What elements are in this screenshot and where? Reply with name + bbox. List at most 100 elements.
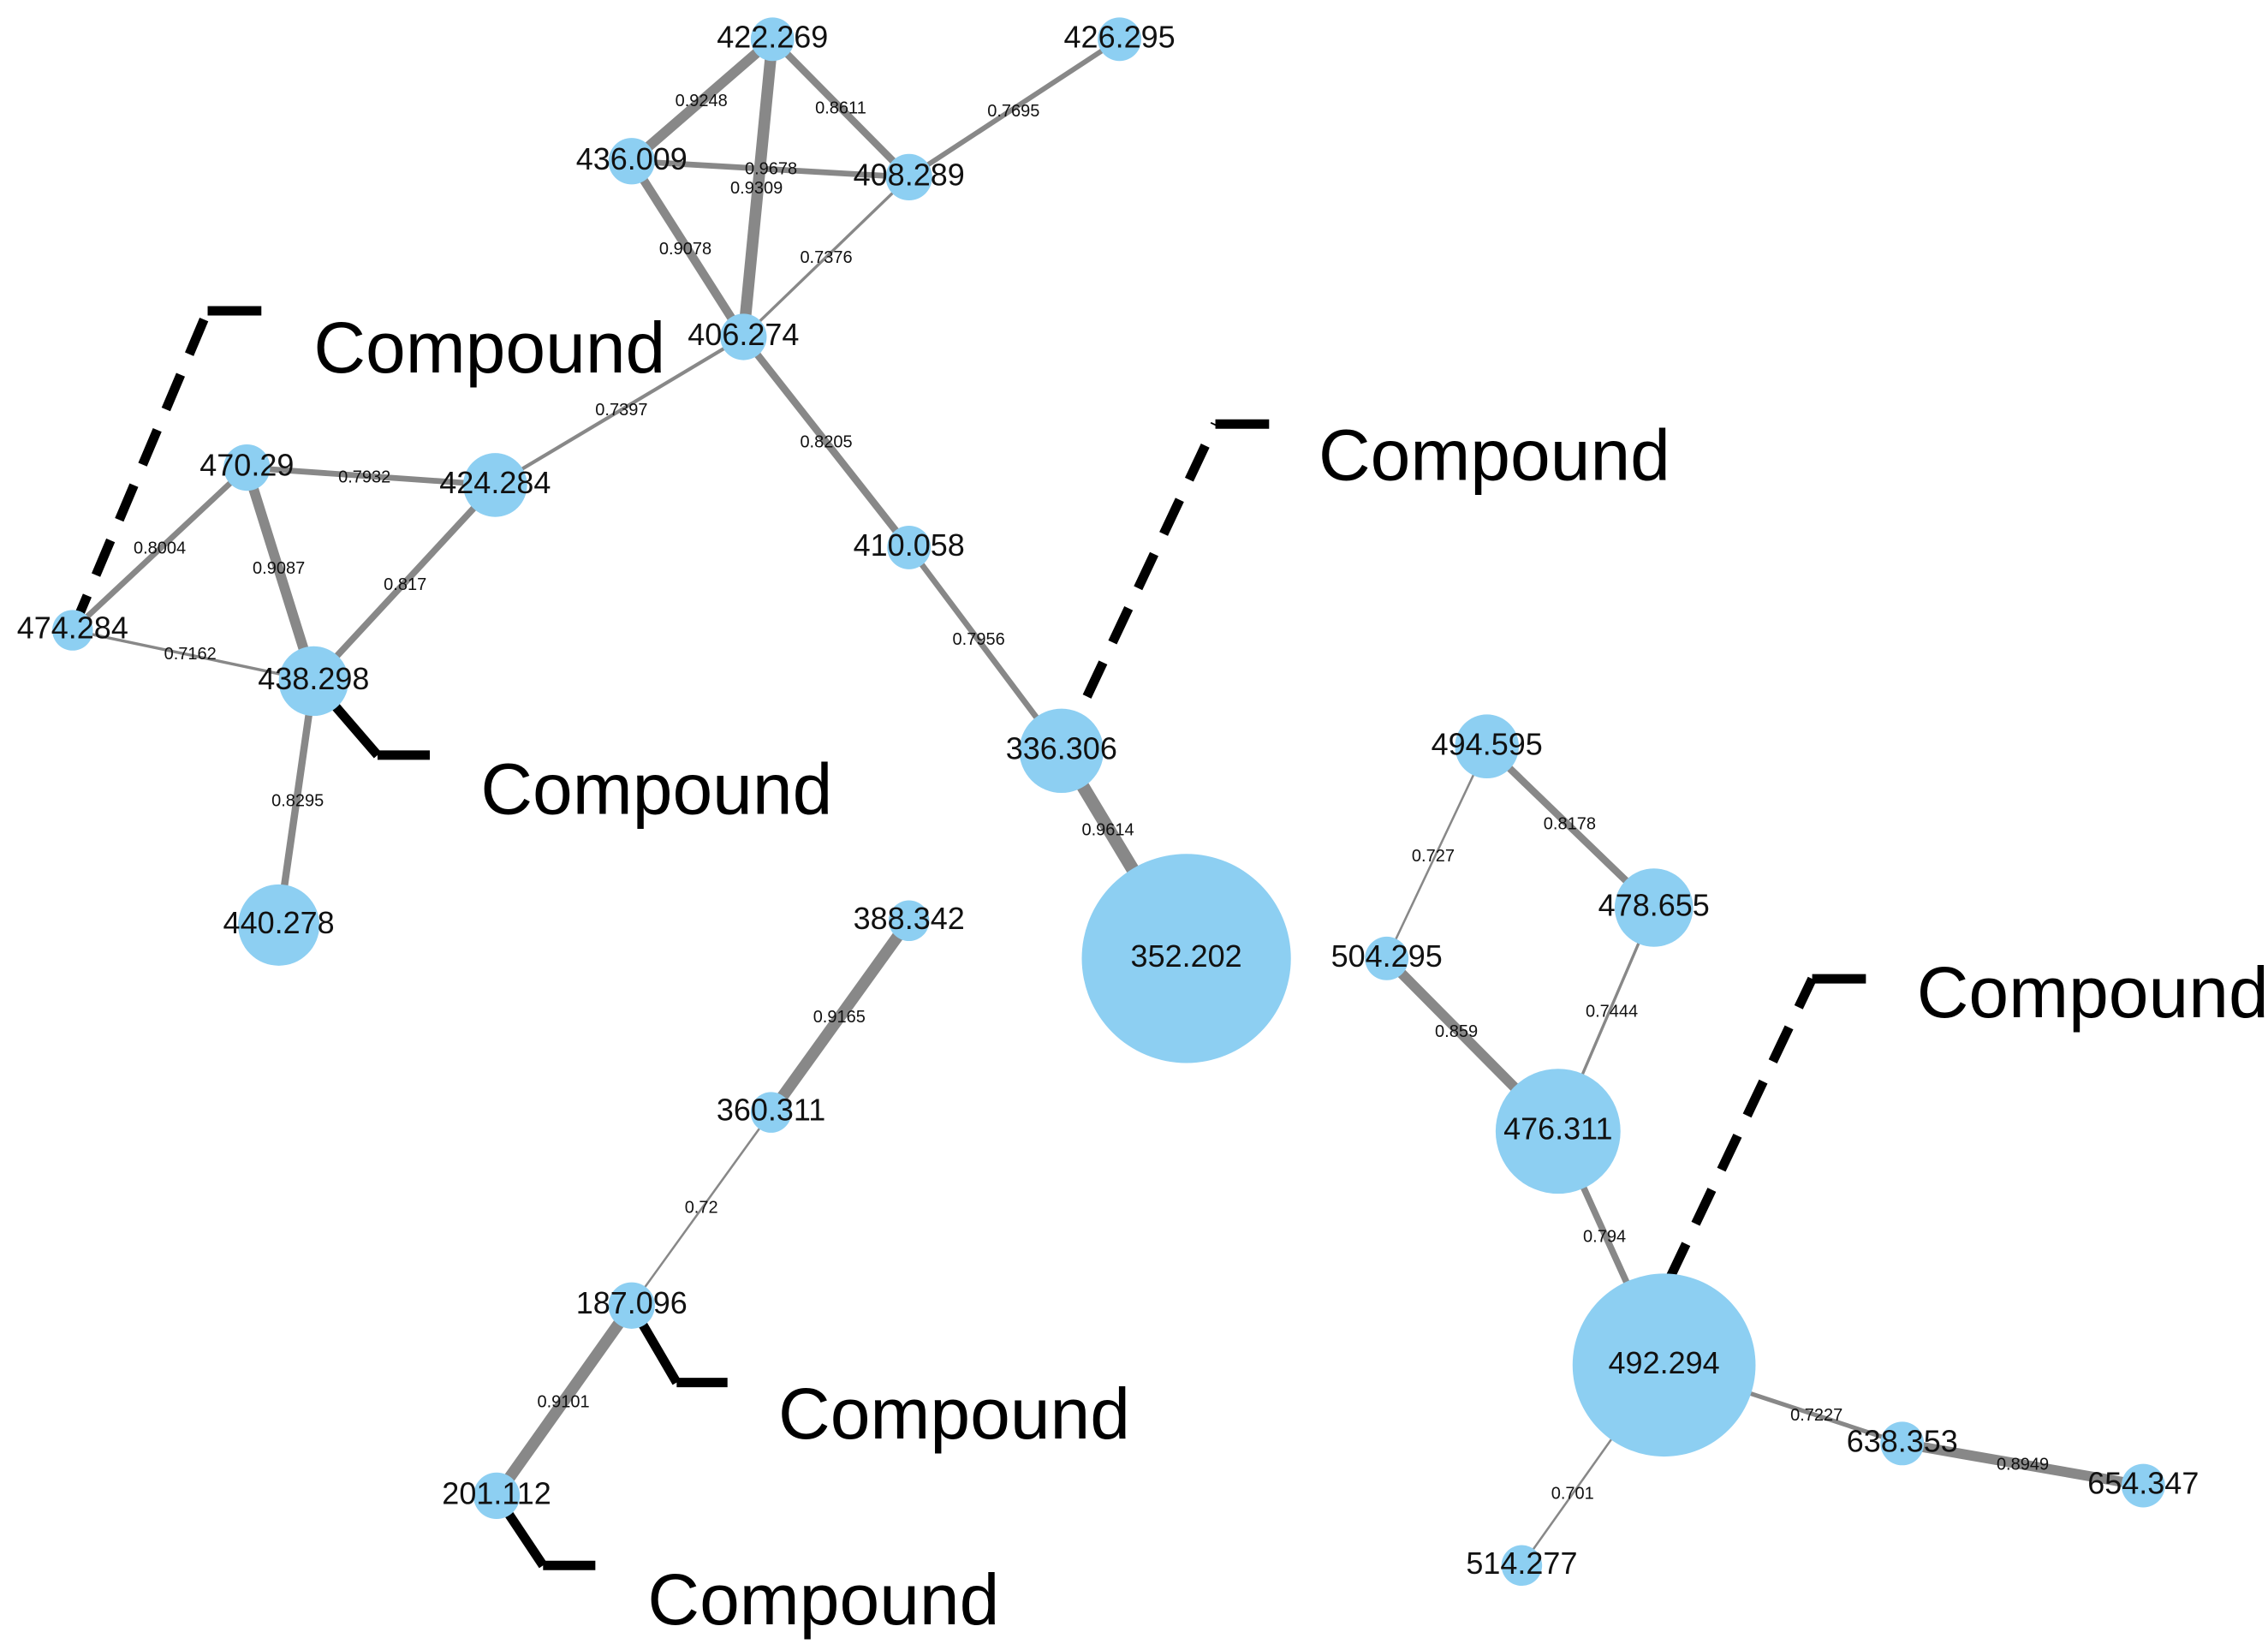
edge-weight-label: 0.7397 <box>595 401 647 420</box>
node-n352 <box>1081 854 1291 1063</box>
node-n474 <box>52 610 93 651</box>
node-label: 388.342 <box>854 901 965 936</box>
node-n654 <box>2121 1463 2165 1508</box>
node-n478 <box>1614 868 1694 947</box>
edge-n422-n406 <box>737 33 779 343</box>
node-label: 201.112 <box>442 1475 551 1510</box>
node-label: 352.202 <box>1131 938 1242 974</box>
edge-n424-n438 <box>310 481 499 685</box>
node-n424 <box>463 453 527 517</box>
node-n504 <box>1365 936 1409 980</box>
edge-n388-n360 <box>765 914 915 1118</box>
callout-label: Compound <box>778 1373 1130 1454</box>
edge-n426-n408 <box>906 36 1122 180</box>
node-label: 638.353 <box>1847 1423 1958 1458</box>
node-label: 504.295 <box>1331 938 1443 974</box>
edge-weight-label: 0.9614 <box>1081 820 1134 839</box>
node-n388 <box>888 900 930 942</box>
edge-n408-n406 <box>741 176 911 339</box>
edge-weight-label: 0.8205 <box>800 433 852 452</box>
node-n410 <box>887 525 932 569</box>
node-label: 440.278 <box>223 905 335 940</box>
edge-weight-label: 0.9078 <box>659 240 711 259</box>
node-label: 406.274 <box>688 317 799 352</box>
node-n492 <box>1572 1273 1756 1457</box>
node-n360 <box>750 1092 792 1133</box>
node-label: 476.311 <box>1503 1111 1612 1147</box>
edge-weight-label: 0.9248 <box>676 92 728 110</box>
edges-layer <box>69 33 2149 1567</box>
node-label: 514.277 <box>1466 1546 1577 1581</box>
edge-weight-label: 0.72 <box>685 1198 718 1217</box>
edge-n474-n438 <box>71 628 316 683</box>
callout-leader-line <box>1057 421 1220 754</box>
node-n436 <box>608 138 655 185</box>
edge-weight-label: 0.7695 <box>987 102 1039 121</box>
callout-leader-line <box>1665 976 1817 1280</box>
edge-n438-n440 <box>275 677 318 929</box>
edge-weight-label: 0.7376 <box>800 248 852 267</box>
edge-weight-label: 0.8611 <box>815 98 866 117</box>
node-label: 187.096 <box>576 1285 688 1320</box>
edge-n406-n410 <box>740 333 913 551</box>
node-n336 <box>1019 708 1104 794</box>
callout-text-layer: CompoundCompoundCompoundCompoundCompound… <box>313 307 2268 1640</box>
edge-n436-n408 <box>628 158 913 181</box>
edge-weight-label: 0.7444 <box>1586 1002 1638 1021</box>
node-label: 360.311 <box>717 1093 825 1128</box>
edge-weight-label: 0.9101 <box>537 1393 589 1412</box>
node-label: 492.294 <box>1609 1345 1720 1380</box>
node-n438 <box>278 646 349 717</box>
node-n638 <box>1880 1421 1925 1466</box>
edge-weight-label: 0.7227 <box>1790 1406 1842 1425</box>
edge-n494-n504 <box>1385 745 1488 960</box>
edge-weight-label: 0.8004 <box>134 539 186 557</box>
callout-label: Compound <box>1917 952 2268 1033</box>
node-label: 436.009 <box>576 141 688 176</box>
edge-weight-label: 0.9678 <box>745 160 797 179</box>
edge-weight-label: 0.9165 <box>813 1008 866 1027</box>
edge-n410-n336 <box>906 545 1065 754</box>
node-label: 438.298 <box>258 661 369 696</box>
node-label: 410.058 <box>854 527 965 563</box>
node-n494 <box>1455 714 1520 779</box>
edge-weight-label: 0.701 <box>1551 1484 1594 1503</box>
edge-n470-n424 <box>243 464 498 488</box>
edge-weight-label: 0.859 <box>1435 1022 1478 1041</box>
edge-weight-label: 0.8295 <box>271 791 324 810</box>
edge-n360-n187 <box>630 1111 772 1307</box>
edge-weight-label: 0.9309 <box>730 179 783 198</box>
callout-label: Compound <box>1319 415 1670 496</box>
node-label: 336.306 <box>1006 730 1117 765</box>
node-label: 422.269 <box>717 19 828 54</box>
node-n201 <box>473 1472 521 1520</box>
node-label: 470.29 <box>199 448 294 483</box>
node-label: 494.595 <box>1432 726 1543 761</box>
node-n187 <box>608 1282 655 1329</box>
node-label: 426.295 <box>1064 19 1176 54</box>
edge-weight-label: 0.7932 <box>338 468 390 486</box>
node-n470 <box>223 444 271 491</box>
node-n514 <box>1501 1545 1543 1587</box>
node-n408 <box>885 153 932 201</box>
edge-n470-n474 <box>69 464 250 634</box>
callout-label: Compound <box>647 1559 999 1640</box>
callout-label: Compound <box>313 307 665 388</box>
edge-n422-n408 <box>769 35 913 182</box>
edge-weight-label: 0.8178 <box>1544 815 1596 834</box>
node-label: 654.347 <box>2087 1466 2199 1501</box>
edge-n638-n654 <box>1896 1438 2149 1491</box>
node-n426 <box>1098 17 1142 62</box>
node-label: 478.655 <box>1598 888 1710 923</box>
callout-label: Compound <box>480 749 832 830</box>
node-n476 <box>1495 1069 1621 1194</box>
edge-n187-n201 <box>491 1299 638 1502</box>
edge-weight-label: 0.7162 <box>164 645 217 664</box>
edge-n406-n424 <box>493 335 746 487</box>
edge-weight-label: 0.794 <box>1583 1227 1626 1246</box>
edge-weight-label: 0.8949 <box>1997 1456 2049 1474</box>
edge-n470-n438 <box>241 462 319 687</box>
edge-n436-n406 <box>627 157 748 342</box>
